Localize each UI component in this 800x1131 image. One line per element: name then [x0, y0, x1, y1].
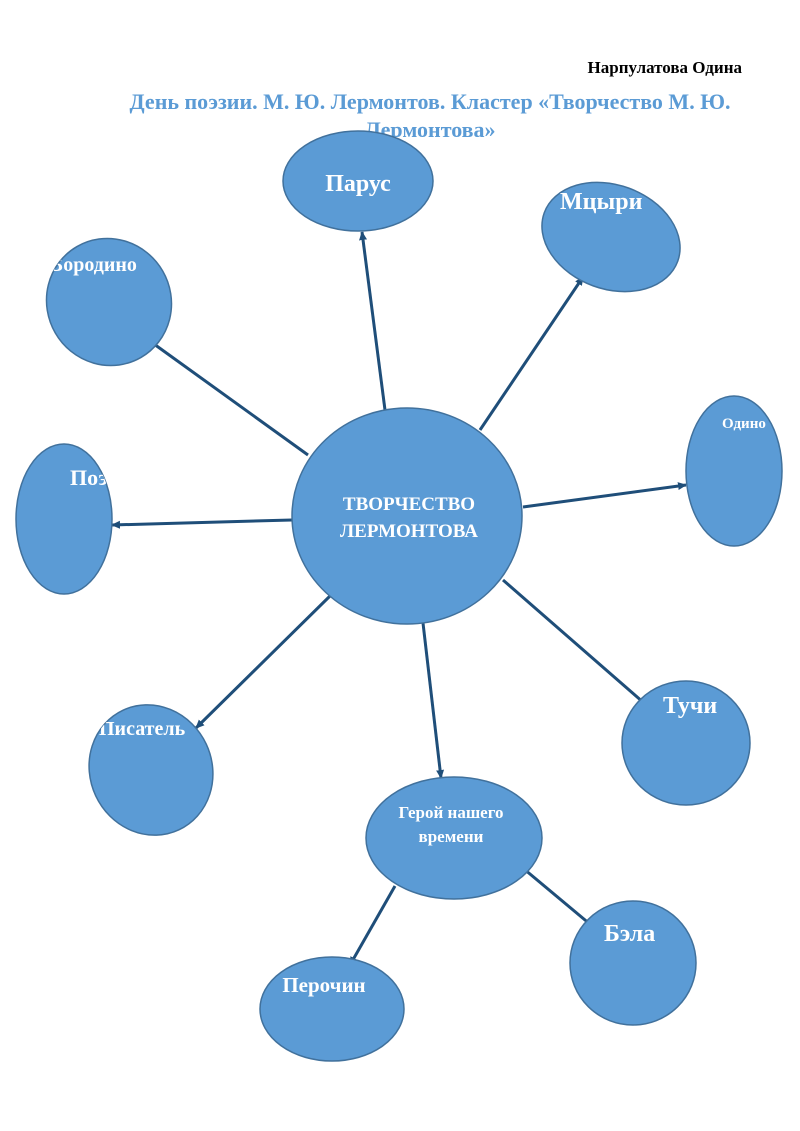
author-name: Нарпулатова Одина: [587, 58, 742, 77]
node-odinochestvo: Одино: [685, 395, 783, 547]
node-tuchi-label: Тучи: [663, 693, 717, 719]
node-mtsyri-label: Мцыри: [560, 189, 643, 215]
center-label-line1: ТВОРЧЕСТВО: [343, 494, 475, 515]
arrow-to-poet: [111, 518, 293, 529]
arrow-to-parus: [359, 231, 387, 411]
node-geroy: Герой нашего времени: [365, 776, 543, 900]
arrow-to-odinochestvo: [522, 482, 687, 509]
node-bela: Бэла: [569, 900, 697, 1026]
arrow-to-borodino: [146, 337, 309, 457]
arrow-to-bela: [523, 867, 598, 932]
node-bela-label: Бэла: [604, 921, 655, 947]
node-geroy-label-line2: времени: [419, 827, 484, 846]
node-parus-label: Парус: [325, 171, 391, 197]
node-center: ТВОРЧЕСТВО ЛЕРМОНТОВА: [291, 407, 523, 625]
arrow-to-tuchi: [502, 578, 653, 712]
node-mtsyri: Мцыри: [541, 181, 681, 293]
node-poet: Поэт: [15, 443, 119, 595]
node-pisatel: Писатель: [88, 704, 214, 836]
arrow-to-pisatel: [194, 594, 332, 730]
node-tuchi: Тучи: [621, 680, 751, 806]
node-pechorin: Перочин: [259, 956, 405, 1062]
node-pechorin-label: Перочин: [282, 973, 365, 997]
node-pisatel-label: Писатель: [99, 718, 186, 740]
node-borodino: Бородино: [45, 237, 173, 367]
arrow-to-pechorin: [348, 885, 397, 966]
node-odinochestvo-label: Одино: [722, 416, 766, 432]
arrows: [111, 231, 687, 966]
node-parus: Парус: [282, 130, 434, 232]
arrow-to-geroy: [421, 622, 445, 779]
center-label-line2: ЛЕРМОНТОВА: [340, 521, 478, 542]
node-borodino-label: Бородино: [50, 254, 137, 276]
node-poet-label: Поэт: [70, 465, 119, 490]
arrow-to-mtsyri: [478, 276, 585, 431]
node-geroy-label-line1: Герой нашего: [398, 803, 503, 822]
